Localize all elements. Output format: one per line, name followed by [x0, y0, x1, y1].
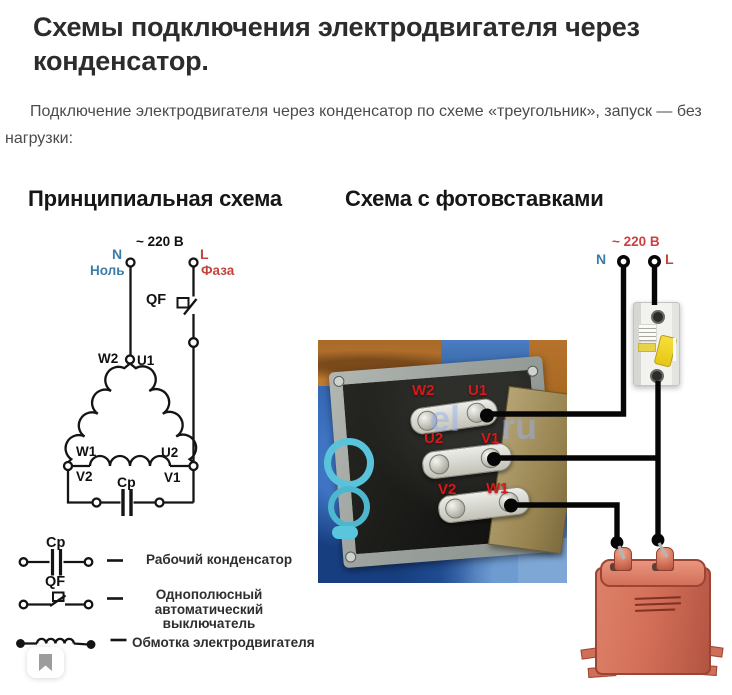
capacitor-terminal — [656, 547, 674, 571]
photo-scheme-n-label: N — [596, 251, 607, 267]
breaker-screw-icon — [651, 310, 665, 324]
photo-scheme-l-label: L — [665, 251, 674, 267]
schematic-qf-label: QF — [146, 292, 167, 308]
legend-breaker-text-line1: Однополюсный — [155, 587, 263, 602]
legend-breaker-text-line2: автоматический выключатель — [154, 601, 264, 631]
terminal-bolt — [444, 497, 467, 520]
winding-v-coil — [88, 454, 172, 467]
page-title-line2: конденсатор. — [33, 46, 209, 76]
schematic-u2-label: U2 — [161, 445, 179, 460]
schematic-heading: Принципиальная схема — [28, 186, 282, 211]
photo-terminal-label-v1: V1 — [481, 430, 500, 447]
breaker-groove — [673, 338, 676, 361]
photo-scheme-voltage-label: ~ 220 В — [612, 234, 660, 249]
watermark: ru — [501, 406, 537, 447]
page-title: Схемы подключения электродвигателя через… — [33, 10, 683, 78]
terminal-bolt — [479, 446, 502, 470]
wire-dot-cap-right — [651, 533, 665, 547]
bookmark-button[interactable] — [27, 647, 64, 678]
cyan-wire-loop — [328, 486, 370, 528]
motor-terminal-box-photo: el ru W2 U1 U2 V1 V2 W1 — [318, 340, 567, 583]
breaker-screw-icon — [650, 369, 664, 383]
terminal-bolt — [465, 401, 489, 425]
page-title-line1: Схемы подключения электродвигателя через — [33, 12, 640, 42]
schematic-w1-label: W1 — [76, 444, 97, 459]
schematic-nol-label: Ноль — [90, 263, 125, 278]
schematic-v1-label: V1 — [164, 470, 181, 485]
schematic-w2-label: W2 — [98, 351, 119, 366]
terminal-l-circle — [188, 257, 199, 268]
breaker-symbol-icon — [18, 591, 123, 610]
schematic-voltage-label: ~ 220 В — [136, 234, 184, 249]
corner-u2-v1-circle — [188, 460, 199, 472]
schematic-u1-label: U1 — [137, 353, 155, 368]
capacitor-symbol-icon — [18, 549, 123, 576]
photo-terminal-l-ring — [647, 254, 661, 268]
photo-scheme-heading: Схема с фотовставками — [345, 186, 604, 211]
photo-terminal-label-v2: V2 — [438, 481, 457, 498]
photo-terminal-label-w2: W2 — [412, 382, 435, 399]
photo-terminal-label-u1: U1 — [468, 382, 488, 399]
corner-w1-v2-circle — [62, 460, 74, 472]
legend-breaker-text: Однополюсный автоматический выключатель — [118, 587, 300, 632]
junction-w2-u1-circle — [124, 354, 136, 365]
circuit-breaker-photo — [633, 302, 680, 386]
photo-terminal-label-w1: W1 — [486, 480, 509, 497]
capacitor-marking — [634, 596, 688, 616]
legend-winding-text: Обмотка электродвигателя — [132, 635, 315, 650]
legend-symbols — [16, 549, 127, 649]
schematic-faza-label: Фаза — [201, 263, 235, 278]
legend-cp-label: Cp — [46, 535, 66, 551]
capacitor-terminal — [614, 547, 632, 571]
breaker-label-sticker — [638, 324, 657, 342]
legend-qf-label: QF — [45, 574, 66, 590]
intro-paragraph-line2: нагрузки: — [5, 130, 74, 147]
photo-terminal-n-ring — [616, 254, 630, 268]
breaker-yellow-chip — [638, 343, 656, 352]
cyan-wire — [332, 526, 358, 539]
photo-terminal-label-u2: U2 — [424, 430, 444, 447]
watermark: el — [430, 398, 461, 439]
schematic-v2-label: V2 — [76, 469, 93, 484]
qf-switch-symbol — [176, 297, 198, 338]
terminal-bolt — [428, 453, 451, 476]
intro-paragraph-line1: Подключение электродвигателя через конде… — [30, 103, 702, 120]
bookmark-icon — [39, 654, 52, 671]
run-capacitor-photo — [580, 547, 724, 678]
schematic-l-label: L — [200, 246, 209, 262]
box-screw-icon — [344, 551, 357, 563]
legend-capacitor-text: Рабочий конденсатор — [146, 552, 293, 567]
schematic-cp-label: Cp — [117, 474, 136, 490]
schematic-n-label: N — [112, 246, 123, 262]
terminal-n-circle — [125, 257, 136, 268]
box-screw-icon — [526, 365, 539, 378]
